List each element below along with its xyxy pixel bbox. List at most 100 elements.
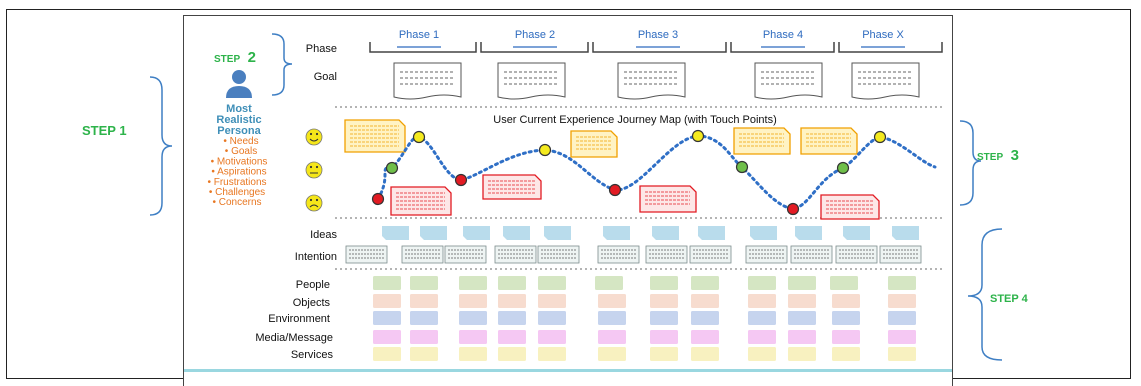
persona-attribute: • Concerns: [212, 197, 261, 208]
row-label-ideas: Ideas: [310, 229, 337, 241]
environment-card: [691, 311, 719, 325]
media-card: [538, 330, 566, 344]
media-card: [788, 330, 816, 344]
persona-attribute: • Motivations: [211, 156, 268, 167]
touchpoint-grid: [345, 226, 922, 361]
phase-title: Phase 4: [763, 29, 803, 41]
row-label-people: People: [296, 279, 330, 291]
intention-card: [879, 245, 922, 264]
idea-card: [698, 226, 725, 240]
environment-card: [410, 311, 438, 325]
touch-point-note: [344, 119, 406, 153]
touch-point-note: [800, 127, 858, 155]
environment-card: [748, 311, 776, 325]
bottom-strip: [184, 369, 952, 372]
idea-card: [892, 226, 919, 240]
journey-map-title: User Current Experience Journey Map (wit…: [493, 114, 776, 126]
persona-attribute: • Aspirations: [211, 167, 266, 178]
touch-point-note: [390, 186, 452, 216]
persona-attribute-list: • Needs• Goals• Motivations• Aspirations…: [207, 136, 267, 208]
idea-card: [652, 226, 679, 240]
intention-card: [790, 245, 833, 264]
persona-title-1: Most: [226, 103, 252, 115]
step4-brace: [967, 228, 1003, 361]
people-card: [595, 276, 623, 290]
phase-title: Phase 2: [515, 29, 555, 41]
persona-attribute: • Frustrations: [207, 177, 266, 188]
row-label-phase: Phase: [306, 43, 337, 55]
object-card: [832, 294, 860, 308]
persona-title-3: Persona: [217, 125, 261, 137]
intention-card: [401, 245, 444, 264]
object-card: [459, 294, 487, 308]
step2-brace: [271, 33, 293, 96]
step3-label: STEP 3: [977, 147, 1019, 164]
services-card: [832, 347, 860, 361]
object-card: [691, 294, 719, 308]
idea-card: [382, 226, 409, 240]
goal-card: [393, 62, 462, 100]
person-icon: [226, 70, 252, 98]
sad-face-icon: [305, 194, 323, 212]
object-card: [538, 294, 566, 308]
services-card: [888, 347, 916, 361]
happy-face-icon: [305, 128, 323, 146]
environment-card: [498, 311, 526, 325]
services-card: [748, 347, 776, 361]
intention-card: [494, 245, 537, 264]
phase-bracket: [592, 42, 727, 53]
idea-card: [795, 226, 822, 240]
touch-point: [538, 143, 552, 157]
services-card: [459, 347, 487, 361]
touch-point: [454, 173, 468, 187]
object-card: [788, 294, 816, 308]
media-card: [691, 330, 719, 344]
step3-brace: [959, 120, 982, 206]
phase-title: Phase 1: [399, 29, 439, 41]
intention-card: [835, 245, 878, 264]
step1-label: STEP 1: [82, 123, 127, 138]
row-label-media: Media/Message: [255, 332, 333, 344]
people-card: [373, 276, 401, 290]
people-card: [498, 276, 526, 290]
idea-card: [544, 226, 571, 240]
phase-bracket: [369, 42, 477, 53]
touch-point: [608, 183, 622, 197]
touch-point: [735, 160, 749, 174]
object-card: [650, 294, 678, 308]
object-card: [410, 294, 438, 308]
row-label-goal: Goal: [314, 71, 337, 83]
media-card: [748, 330, 776, 344]
environment-card: [459, 311, 487, 325]
persona-attribute: • Needs: [223, 136, 258, 147]
row-label-environment: Environment: [268, 313, 330, 325]
row-label-services: Services: [291, 349, 334, 361]
people-card: [410, 276, 438, 290]
idea-card: [503, 226, 530, 240]
goal-card: [754, 62, 823, 100]
people-card: [459, 276, 487, 290]
idea-card: [603, 226, 630, 240]
touch-points: [371, 129, 887, 216]
people-card: [830, 276, 858, 290]
goal-card-row: [393, 62, 920, 100]
step1-brace: [149, 76, 173, 216]
idea-card: [750, 226, 777, 240]
persona-attribute: • Goals: [225, 146, 257, 157]
environment-card: [538, 311, 566, 325]
people-card: [888, 276, 916, 290]
people-card: [788, 276, 816, 290]
services-card: [691, 347, 719, 361]
intention-card: [689, 245, 732, 264]
people-card: [538, 276, 566, 290]
neutral-face-icon: [305, 161, 323, 179]
intention-card: [745, 245, 788, 264]
intention-card: [345, 245, 388, 264]
idea-card: [843, 226, 870, 240]
section-dividers: [335, 106, 945, 270]
touch-point: [412, 130, 426, 144]
persona-attribute: • Challenges: [209, 187, 265, 198]
step4-label: STEP 4: [990, 293, 1029, 305]
